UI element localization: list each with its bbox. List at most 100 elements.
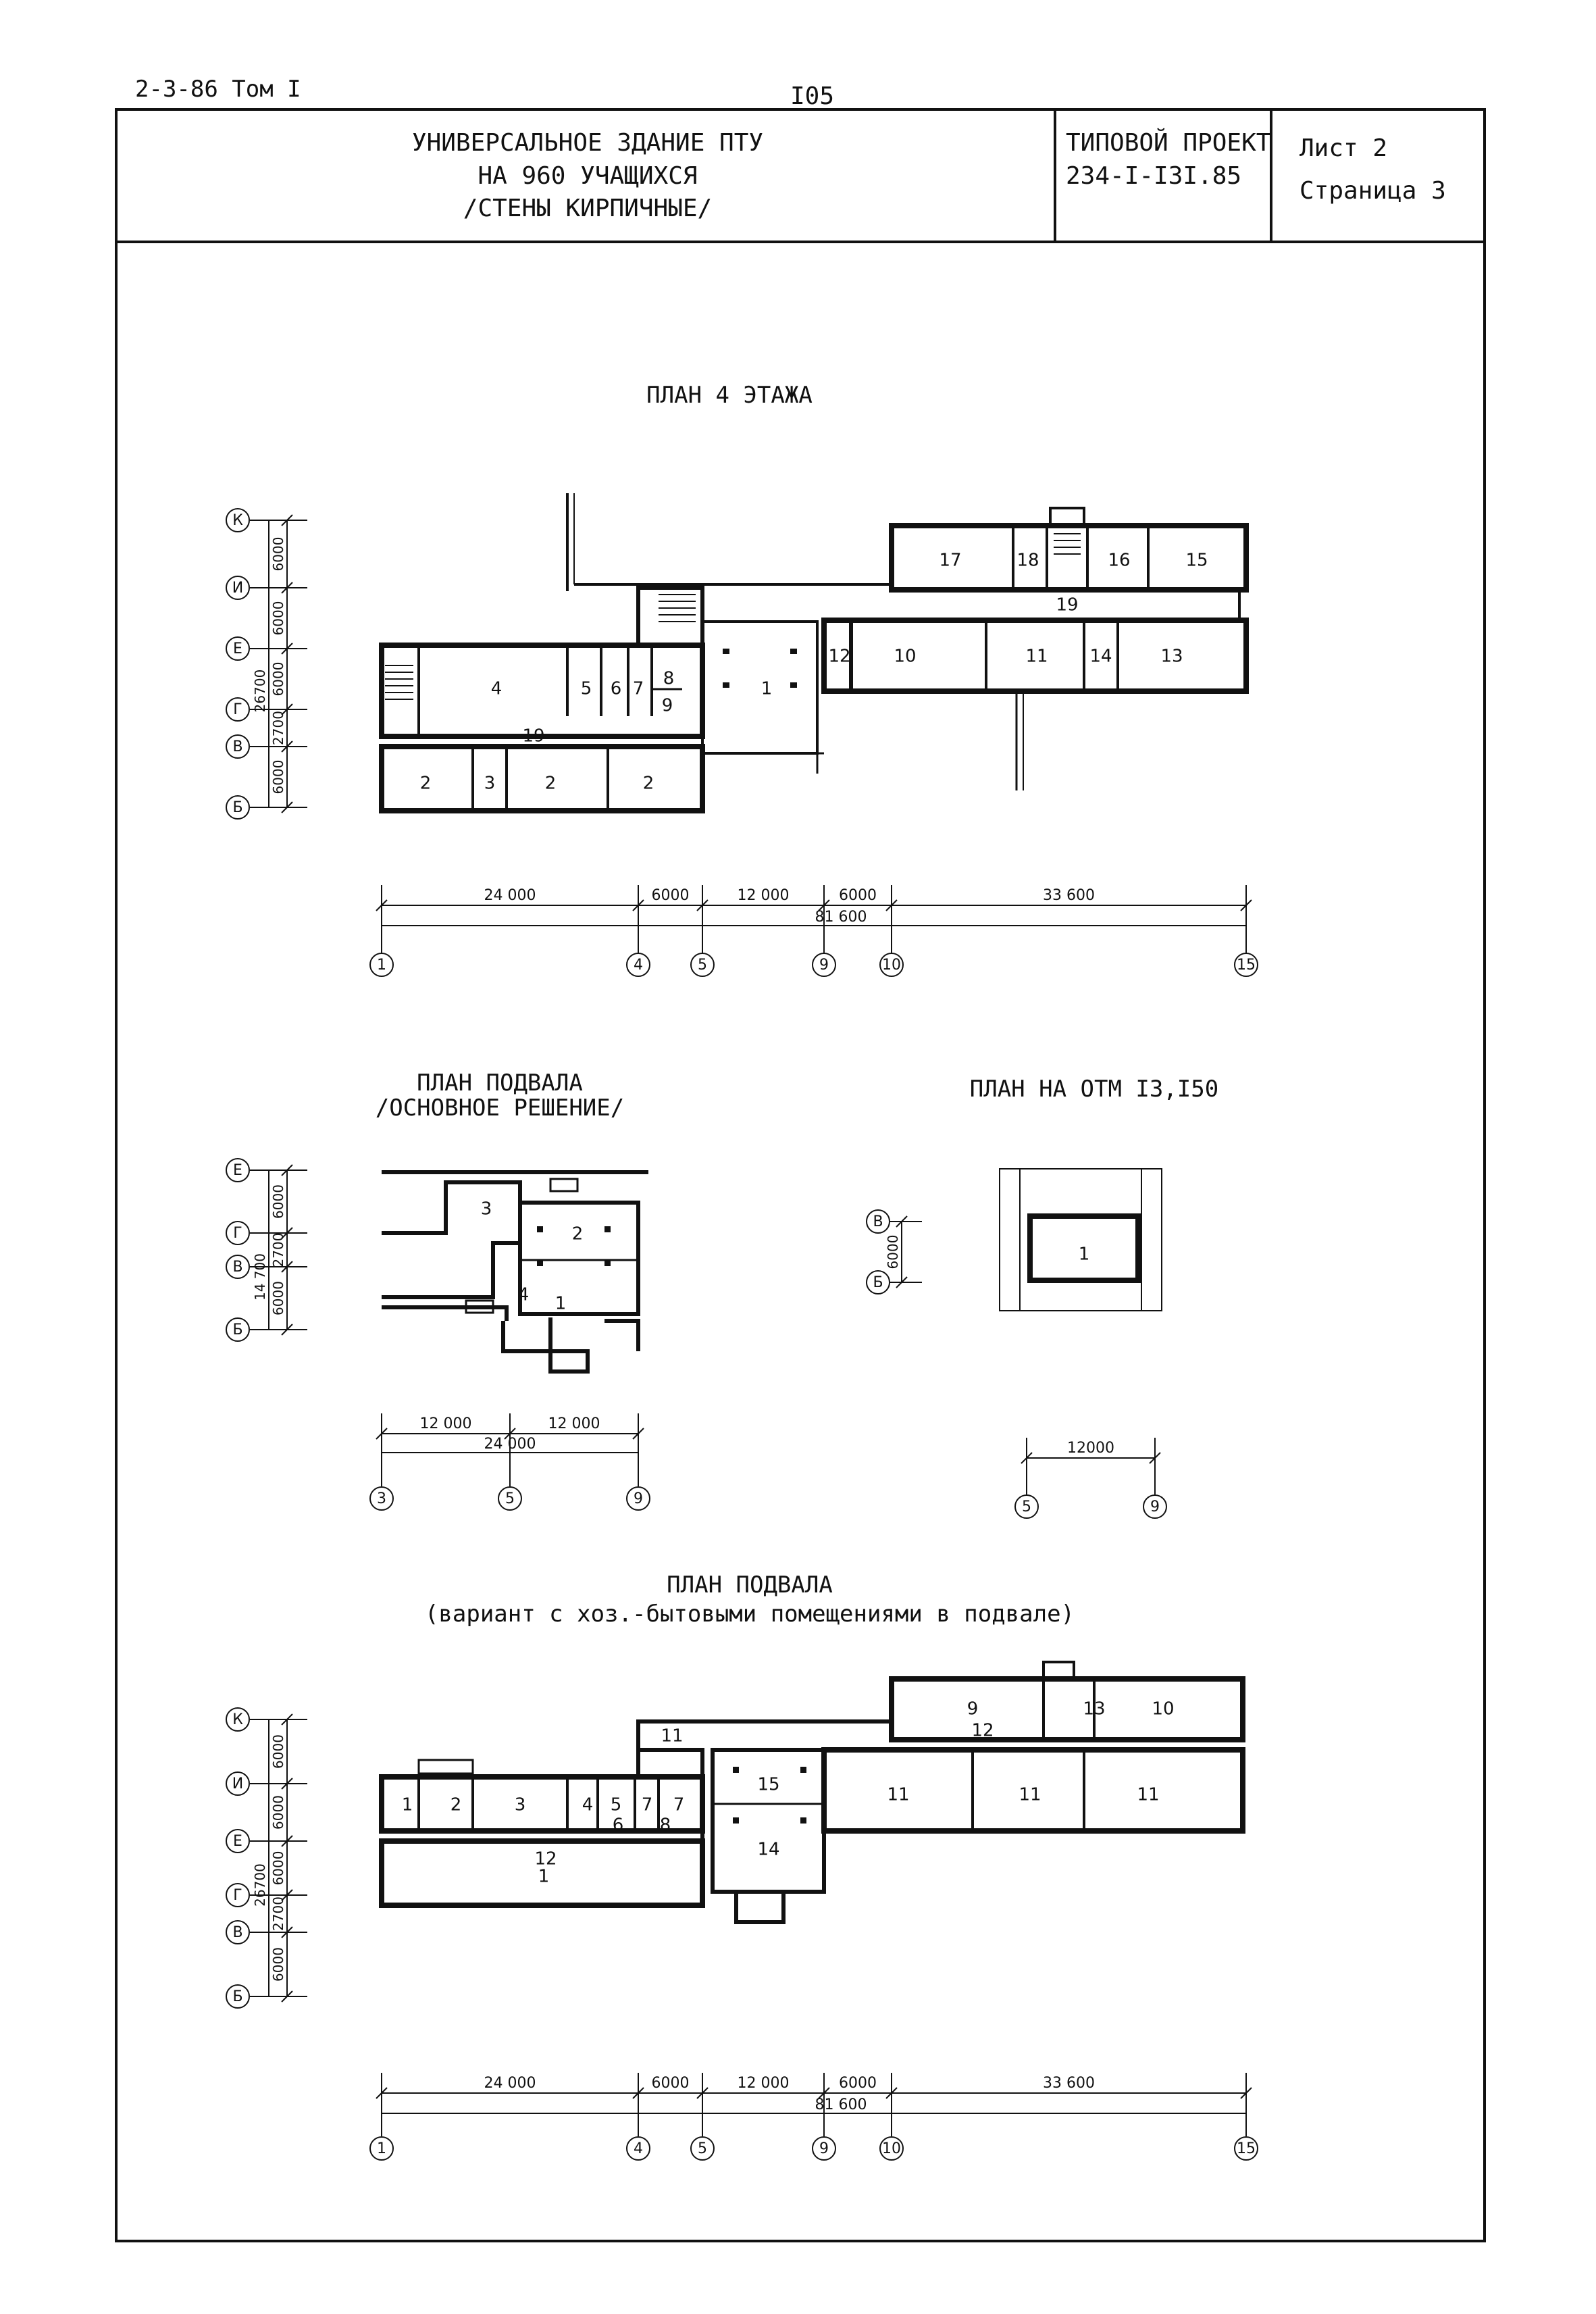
basement_variant-row-axis-3-bubble: [226, 1883, 250, 1907]
room-number-basement_variant-1: 2: [451, 1795, 462, 1815]
elev_plan-col-dim-0: 12000: [1067, 1440, 1114, 1457]
floor4-row-axis-4-bubble: [226, 734, 250, 759]
room-number-basement_main-1: 2: [572, 1224, 584, 1244]
project-number: 234-I-I3I.85: [1066, 161, 1242, 190]
room-number-basement_variant-7: 7: [673, 1795, 685, 1815]
floor4-col-axis-1: 4: [634, 957, 643, 974]
basement_variant-col-dim-4: 33 600: [1043, 2075, 1095, 2092]
basement_variant-col-axis-3: 9: [819, 2140, 829, 2157]
basement_main-col-total: 24 000: [484, 1436, 536, 1453]
basement_variant-row-axis-2: Е: [233, 1833, 242, 1850]
basement_variant-row-dim-0: 6000: [270, 1734, 286, 1769]
floor4-row-dim-0: 6000: [270, 537, 286, 572]
page-number: I05: [790, 82, 835, 110]
floor4-col-dim-4: 33 600: [1043, 887, 1095, 904]
room-number-basement_variant-6: 7: [642, 1795, 653, 1815]
basement_variant-row-axis-0-bubble: [226, 1707, 250, 1732]
drawing-frame: [115, 241, 1486, 2242]
elev_plan-col-axis-0: 5: [1022, 1499, 1031, 1515]
elev_plan-row-axis-1-bubble: [866, 1270, 890, 1294]
room-number-floor4-9: 8: [663, 669, 675, 689]
basement_variant-row-axis-5-bubble: [226, 1984, 250, 2009]
basement_variant-col-axis-1-bubble: [626, 2136, 650, 2161]
floor4-col-axis-4-bubble: [879, 953, 904, 977]
title-block: [115, 108, 1486, 243]
floor4-row-axis-0-bubble: [226, 508, 250, 532]
building-title-line-2: НА 960 УЧАЩИХСЯ: [478, 161, 698, 190]
room-number-floor4-21: 19: [522, 726, 544, 747]
basement-main-title: ПЛАН ПОДВАЛА /ОСНОВНОЕ РЕШЕНИЕ/: [351, 1070, 648, 1122]
elev_plan-col-axis-1-bubble: [1143, 1494, 1167, 1519]
elev-plan-title: ПЛАН НА ОТМ I3,I50: [969, 1076, 1219, 1103]
floor4-left-wing-bottom: [379, 744, 705, 813]
basement_variant-row-axis-5: Б: [232, 1988, 242, 2005]
basement_variant-row-axis-3: Г: [233, 1887, 242, 1904]
floor4-col-axis-3: 9: [819, 957, 829, 974]
floor4-col-axis-2-bubble: [690, 953, 715, 977]
basement-variant-title-1: ПЛАН ПОДВАЛА: [667, 1571, 833, 1599]
basement_variant-row-axis-1: И: [232, 1776, 243, 1792]
floor4-row-axis-1-bubble: [226, 576, 250, 600]
floor4-row-axis-3: Г: [233, 701, 242, 718]
basement-main-title-1: ПЛАН ПОДВАЛА: [417, 1070, 583, 1097]
basement_variant-col-axis-1: 4: [634, 2140, 643, 2157]
room-number-basement_main-3: 4: [518, 1285, 530, 1305]
basement_main-col-axis-2: 9: [634, 1490, 643, 1507]
room-number-basement_variant-18: 14: [757, 1840, 779, 1860]
basement_variant-col-axis-0-bubble: [369, 2136, 394, 2161]
floor4-row-axis-3-bubble: [226, 697, 250, 722]
basement_main-row-axis-2: В: [232, 1259, 242, 1276]
building-title: УНИВЕРСАЛЬНОЕ ЗДАНИЕ ПТУ НА 960 УЧАЩИХСЯ…: [122, 127, 1054, 226]
room-number-floor4-16: 15: [1185, 551, 1208, 571]
basement_main-row-axis-2-bubble: [226, 1255, 250, 1279]
floor4-col-axis-2: 5: [698, 957, 707, 974]
room-number-basement_variant-4: 5: [611, 1795, 622, 1815]
room-number-basement_variant-12: 11: [887, 1785, 909, 1805]
room-number-floor4-10: 9: [662, 696, 673, 716]
floor4-col-axis-0: 1: [377, 957, 386, 974]
elev-plan: [999, 1168, 1162, 1311]
room-number-floor4-3: 2: [643, 774, 654, 794]
basement_variant-col-axis-2: 5: [698, 2140, 707, 2157]
room-number-floor4-4: 3: [484, 774, 496, 794]
room-number-basement_variant-14: 11: [1137, 1785, 1159, 1805]
basement-main-plan: [382, 1170, 648, 1374]
basement_variant-col-axis-0: 1: [377, 2140, 386, 2157]
room-number-floor4-8: 7: [633, 679, 644, 699]
basement_main-col-axis-0-bubble: [369, 1486, 394, 1511]
basement_variant-row-dim-2: 6000: [270, 1851, 286, 1886]
room-number-floor4-6: 5: [581, 679, 592, 699]
room-number-elev_plan-0: 1: [1079, 1244, 1090, 1265]
project-block: ТИПОВОЙ ПРОЕКТ 234-I-I3I.85: [1056, 127, 1279, 193]
basement_main-row-axis-0-bubble: [226, 1158, 250, 1182]
basement_main-row-axis-1-bubble: [226, 1221, 250, 1245]
page-label: Страница 3: [1299, 177, 1446, 205]
basement_variant-col-total: 81 600: [815, 2096, 867, 2113]
basement_main-col-axis-2-bubble: [626, 1486, 650, 1511]
basement-variant-title: ПЛАН ПОДВАЛА (вариант с хоз.-бытовыми по…: [378, 1571, 1121, 1628]
room-number-basement_main-0: 1: [555, 1294, 567, 1314]
basement_variant-row-axis-4: В: [232, 1924, 242, 1941]
floor4-row-dim-2: 6000: [270, 662, 286, 697]
building-title-line-1: УНИВЕРСАЛЬНОЕ ЗДАНИЕ ПТУ: [411, 129, 764, 157]
basement_main-row-axis-3-bubble: [226, 1317, 250, 1342]
floor4-row-axis-5: Б: [232, 799, 242, 816]
floor4-col-total: 81 600: [815, 909, 867, 926]
room-number-floor4-15: 14: [1089, 647, 1112, 667]
basement_variant-row-dim-1: 6000: [270, 1795, 286, 1830]
room-number-floor4-7: 6: [611, 679, 622, 699]
elev_plan-row-axis-0: В: [873, 1213, 883, 1230]
floor4-col-axis-0-bubble: [369, 953, 394, 977]
floor4-col-axis-5-bubble: [1234, 953, 1258, 977]
room-number-basement_variant-0: 1: [538, 1867, 550, 1887]
basement-variant-title-2: (вариант с хоз.-бытовыми помещениями в п…: [424, 1600, 1075, 1628]
basement_variant-col-dim-2: 12 000: [738, 2075, 790, 2092]
basement_variant-col-dim-1: 6000: [652, 2075, 690, 2092]
room-number-basement_variant-11: 11: [661, 1726, 683, 1746]
room-number-basement_variant-15: 12: [534, 1849, 557, 1869]
room-number-floor4-18: 17: [939, 551, 961, 571]
floor4-plan: [379, 493, 1249, 813]
basement_variant-row-axis-4-bubble: [226, 1920, 250, 1944]
basement_main-col-axis-1: 5: [505, 1490, 515, 1507]
room-number-basement_variant-3: 4: [582, 1795, 594, 1815]
